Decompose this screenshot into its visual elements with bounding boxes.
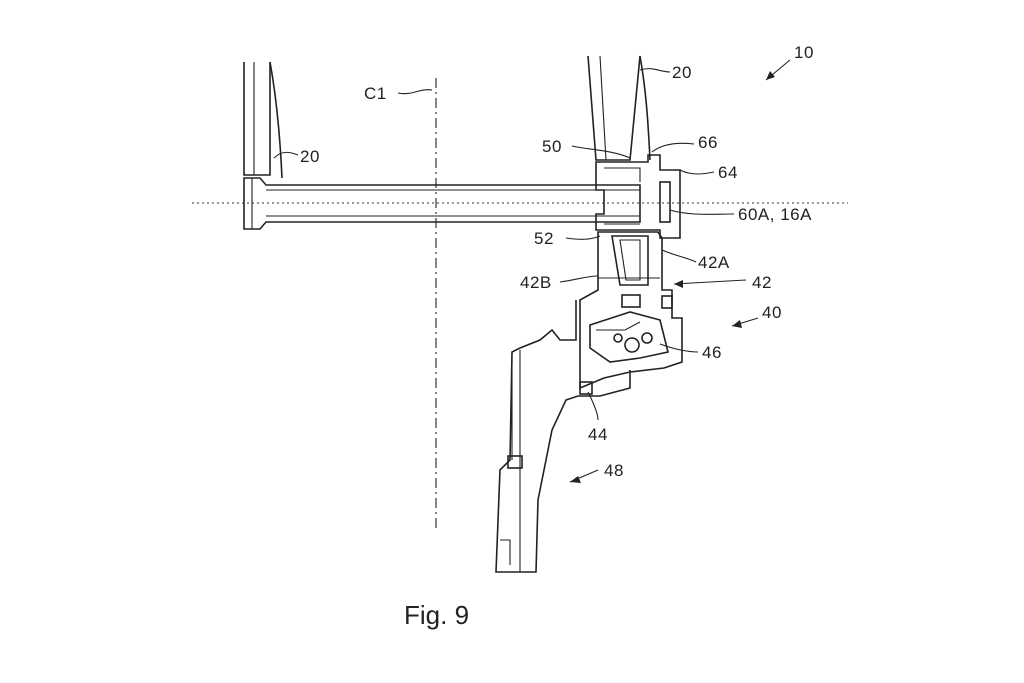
mounting-bracket <box>595 154 681 239</box>
link-mechanism <box>589 311 669 363</box>
label-50: 50 <box>542 137 562 156</box>
label-20-top: 20 <box>672 63 692 82</box>
label-66: 66 <box>698 133 718 152</box>
arrow-40 <box>731 317 759 328</box>
arrow-10 <box>765 59 791 81</box>
label-64: 64 <box>718 163 738 182</box>
chain-guide <box>495 300 631 573</box>
label-20-left: 20 <box>300 147 320 166</box>
leader-42a <box>661 249 697 263</box>
arrow-42 <box>673 279 747 288</box>
label-42a: 42A <box>698 253 730 272</box>
leader-46 <box>659 343 699 353</box>
label-42b: 42B <box>520 273 552 292</box>
frame-member-left <box>243 61 283 179</box>
leader-52 <box>565 235 601 240</box>
arrow-48 <box>569 469 599 483</box>
derailleur-body <box>579 231 683 390</box>
label-60a-16a: 60A, 16A <box>738 205 812 224</box>
label-46: 46 <box>702 343 722 362</box>
label-52: 52 <box>534 229 554 248</box>
leader-42b <box>559 275 599 283</box>
leader-20-top <box>639 68 671 73</box>
label-c1: C1 <box>364 84 387 103</box>
label-10: 10 <box>794 43 814 62</box>
label-42: 42 <box>752 273 772 292</box>
label-48: 48 <box>604 461 624 480</box>
leader-20-left <box>273 151 299 159</box>
frame-member-right <box>587 55 651 161</box>
leader-c1 <box>397 89 433 95</box>
leader-66 <box>651 142 695 153</box>
leader-64 <box>679 169 715 175</box>
label-44: 44 <box>588 425 608 444</box>
figure-caption: Fig. 9 <box>404 600 469 630</box>
leader-60a <box>669 209 735 215</box>
axle-rod <box>243 177 641 230</box>
leader-50 <box>571 145 631 159</box>
leader-44 <box>587 391 599 421</box>
label-40: 40 <box>762 303 782 322</box>
